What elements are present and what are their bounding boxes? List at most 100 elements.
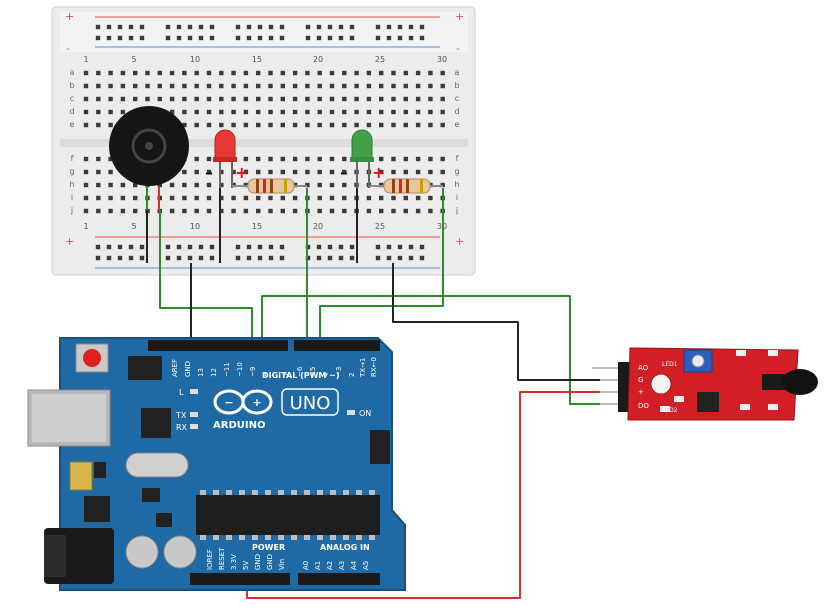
breadboard-hole bbox=[96, 156, 101, 162]
breadboard-hole bbox=[96, 208, 101, 214]
digital-header-2 bbox=[294, 340, 380, 351]
buzzer bbox=[109, 106, 189, 210]
breadboard-hole bbox=[379, 208, 384, 214]
col-label-1-b: 1 bbox=[83, 222, 88, 231]
breadboard-hole bbox=[243, 156, 249, 162]
breadboard-hole bbox=[428, 96, 433, 102]
breadboard-hole bbox=[317, 156, 322, 162]
breadboard-hole bbox=[354, 96, 359, 102]
power-rail-hole bbox=[165, 24, 171, 30]
breadboard-hole bbox=[428, 208, 433, 214]
breadboard-hole bbox=[292, 70, 298, 76]
row-j-right: j bbox=[455, 206, 458, 215]
breadboard-hole bbox=[329, 208, 335, 214]
breadboard-hole bbox=[83, 96, 89, 102]
power-jack-front bbox=[44, 535, 66, 577]
breadboard-hole bbox=[194, 156, 199, 162]
pin-label-11: ~11 bbox=[223, 362, 231, 377]
breadboard-hole bbox=[120, 182, 126, 188]
power-rail-hole bbox=[139, 244, 145, 250]
chip-pin bbox=[291, 490, 297, 495]
chip-pin bbox=[226, 490, 232, 495]
power-rail-hole bbox=[327, 255, 333, 261]
power-header bbox=[190, 573, 290, 585]
resistor-1-band-3 bbox=[270, 179, 273, 193]
power-rail-hole bbox=[349, 244, 355, 250]
breadboard-hole bbox=[182, 195, 187, 201]
chip-pin bbox=[343, 490, 349, 495]
row-b-right: b bbox=[454, 81, 459, 90]
breadboard-hole bbox=[194, 169, 199, 175]
pin-label-gnd: GND bbox=[184, 361, 192, 377]
power-rail-hole bbox=[408, 35, 414, 41]
breadboard-hole bbox=[305, 70, 310, 76]
breadboard-hole bbox=[280, 96, 285, 102]
breadboard-hole bbox=[428, 83, 433, 89]
breadboard-hole bbox=[231, 109, 236, 115]
breadboard-hole bbox=[342, 195, 347, 201]
power-rail-hole bbox=[176, 24, 182, 30]
red-led-minus-sign: – bbox=[205, 163, 213, 182]
power-rail-hole bbox=[95, 244, 101, 250]
power-rail-hole bbox=[257, 35, 263, 41]
breadboard-hole bbox=[280, 83, 285, 89]
breadboard-hole bbox=[231, 83, 236, 89]
power-rail-hole bbox=[349, 35, 355, 41]
breadboard-hole bbox=[108, 109, 113, 115]
power-rail-hole bbox=[419, 244, 425, 250]
breadboard-hole bbox=[305, 122, 310, 128]
power-rail-hole bbox=[198, 24, 204, 30]
chip-pin bbox=[200, 535, 206, 540]
potentiometer-knob[interactable] bbox=[691, 354, 705, 368]
arduino-logo-minus: − bbox=[224, 396, 233, 409]
pin-label-2: 2 bbox=[348, 373, 356, 377]
row-a-left: a bbox=[70, 68, 75, 77]
breadboard-hole bbox=[292, 169, 298, 175]
breadboard-hole bbox=[206, 169, 212, 175]
breadboard-hole bbox=[305, 109, 310, 115]
led-l bbox=[190, 389, 198, 394]
power-rail-hole bbox=[117, 24, 123, 30]
breadboard-hole bbox=[256, 169, 261, 175]
breadboard-hole bbox=[317, 70, 322, 76]
top-rail-plus-right: + bbox=[455, 10, 464, 23]
breadboard-hole bbox=[317, 122, 322, 128]
breadboard-hole bbox=[317, 169, 322, 175]
green-led-body bbox=[351, 129, 373, 159]
resistor-2-band-2 bbox=[399, 179, 402, 193]
breadboard-hole bbox=[415, 109, 421, 115]
breadboard-hole bbox=[83, 70, 89, 76]
breadboard-hole bbox=[440, 169, 445, 175]
breadboard-hole bbox=[440, 109, 445, 115]
breadboard-hole bbox=[169, 195, 175, 201]
chip-pin bbox=[369, 535, 375, 540]
power-rail-hole bbox=[95, 255, 101, 261]
breadboard-hole bbox=[206, 109, 212, 115]
breadboard-hole bbox=[440, 96, 445, 102]
reset-button[interactable] bbox=[83, 349, 101, 367]
pin-label-3v3: 3.3V bbox=[230, 554, 238, 570]
breadboard-hole bbox=[428, 169, 433, 175]
breadboard-hole bbox=[280, 122, 285, 128]
pin-label-6: ~6 bbox=[296, 366, 304, 377]
power-rail-hole bbox=[235, 24, 241, 30]
sensor-board bbox=[627, 347, 799, 421]
breadboard-hole bbox=[157, 83, 162, 89]
breadboard-hole bbox=[243, 169, 249, 175]
top-rail-plus-left: + bbox=[65, 10, 74, 23]
usb-chip bbox=[141, 408, 171, 438]
breadboard-hole bbox=[206, 156, 212, 162]
pin-label-a2: A2 bbox=[326, 561, 334, 570]
power-rail-hole bbox=[375, 24, 381, 30]
breadboard-hole bbox=[415, 208, 421, 214]
chip-pin bbox=[213, 535, 219, 540]
power-rail-hole bbox=[408, 255, 414, 261]
power-rail-hole bbox=[419, 255, 425, 261]
row-a-right: a bbox=[455, 68, 460, 77]
breadboard-hole bbox=[83, 182, 89, 188]
small-chip-2 bbox=[142, 488, 160, 502]
breadboard-hole bbox=[219, 83, 224, 89]
pin-label-12: 12 bbox=[210, 368, 218, 377]
breadboard-hole bbox=[219, 208, 224, 214]
sensor-pin-labels: AO G + DO bbox=[638, 364, 649, 410]
